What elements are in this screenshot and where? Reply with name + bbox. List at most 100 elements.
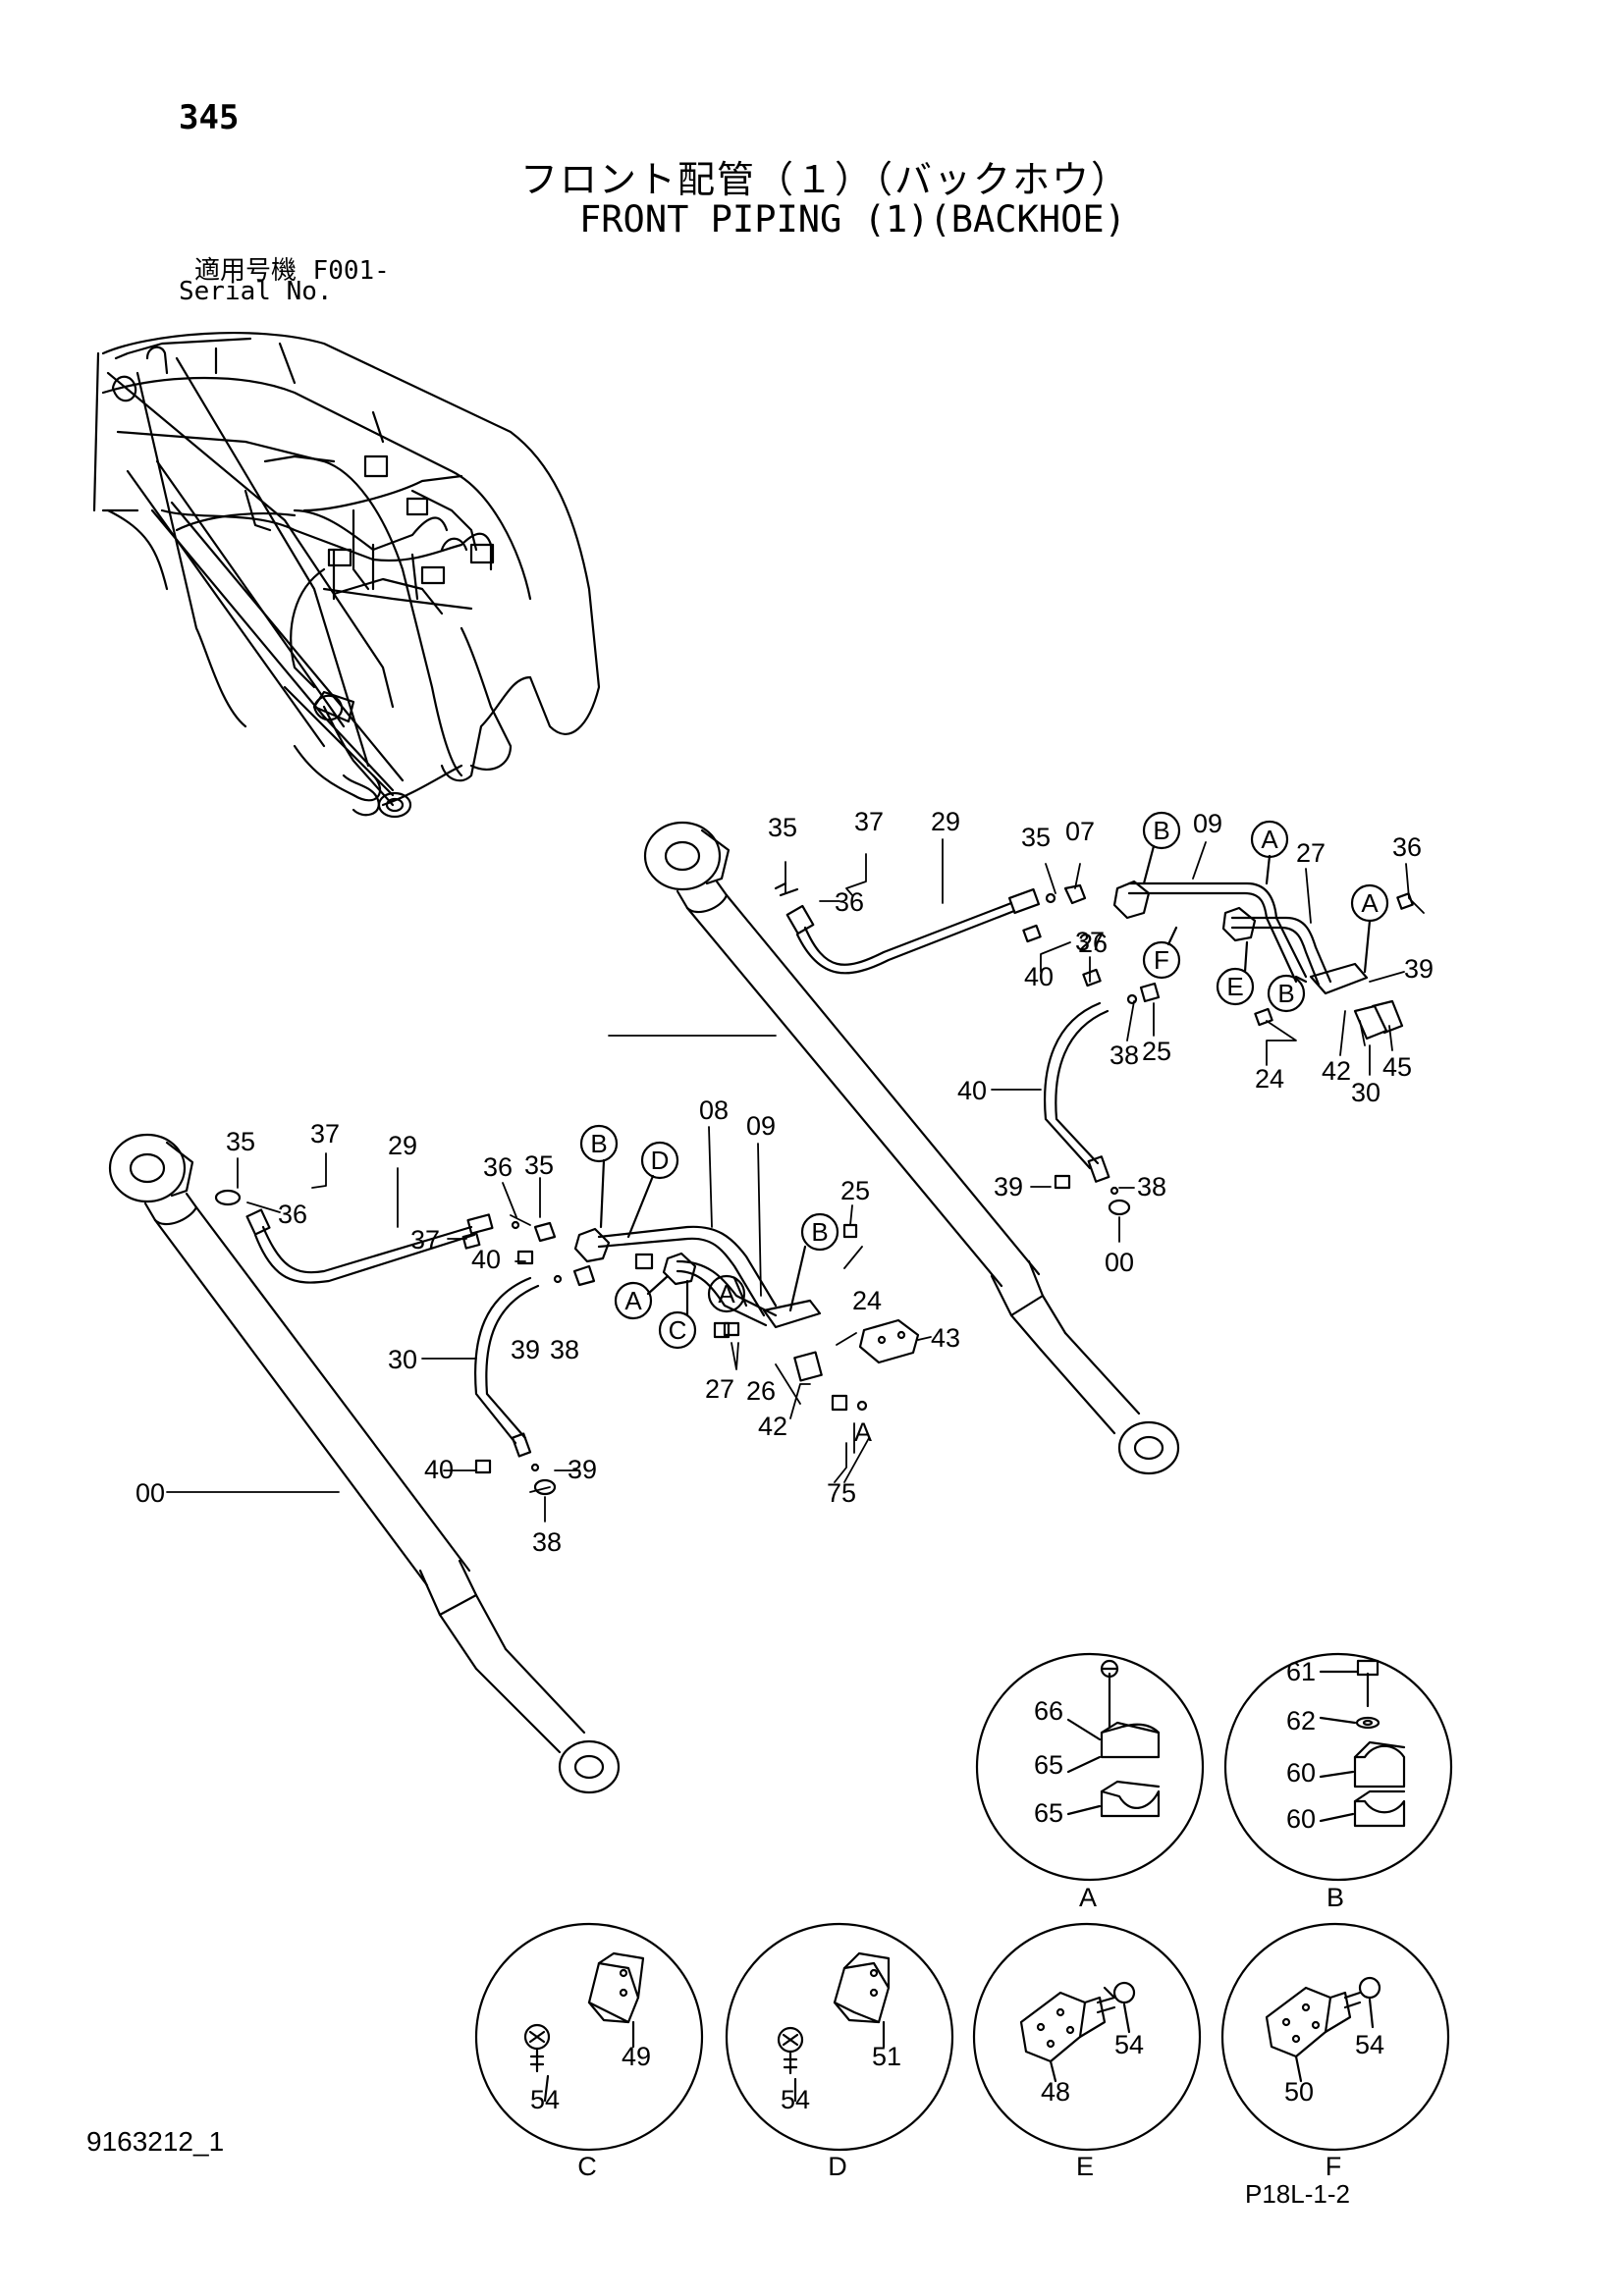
detail-a-parts (1066, 1659, 1161, 1818)
callout: 27 (705, 1374, 734, 1404)
detail-e-parts (1019, 1981, 1136, 2083)
detail-part-label: 62 (1286, 1706, 1316, 1735)
detail-letter: F (1326, 2152, 1342, 2181)
callout: 35 (226, 1127, 255, 1156)
callout: 37 (410, 1225, 440, 1255)
bubble-letter: D (651, 1146, 670, 1175)
callout: 27 (1296, 838, 1326, 868)
callout: 26 (1078, 929, 1108, 958)
callout: 39 (568, 1455, 597, 1484)
callout: 75 (827, 1478, 856, 1508)
callout: 24 (1255, 1064, 1284, 1094)
detail-labels: 66 65 65 A 61 62 60 60 B 49 54 C 51 54 D… (530, 1657, 1384, 2181)
detail-part-label: 60 (1286, 1804, 1316, 1834)
circle-letter-texts: B A A F E B B D B A A C A (590, 816, 1379, 1447)
bubble-letter: C (669, 1315, 687, 1345)
callout: 45 (1382, 1052, 1412, 1082)
callout: 00 (1105, 1248, 1134, 1277)
callout: 40 (471, 1245, 501, 1274)
callout: 40 (957, 1076, 987, 1105)
callout: 09 (746, 1111, 776, 1141)
callout: 25 (1142, 1037, 1171, 1066)
detail-part-label: 54 (1355, 2030, 1384, 2059)
serial-label-en: Serial No. (179, 277, 333, 306)
callout: 30 (388, 1345, 417, 1374)
detail-b-parts (1319, 1659, 1406, 1828)
detail-part-label: 49 (622, 2042, 651, 2071)
serial-label-jp: 適用号機 F001- (194, 250, 390, 287)
callout: 36 (483, 1152, 513, 1182)
bubble-letter: A (854, 1417, 872, 1447)
detail-part-label: 51 (872, 2042, 901, 2071)
callout: 38 (550, 1335, 579, 1364)
detail-part-label: 54 (1114, 2030, 1144, 2059)
title-japanese: フロント配管（１）（バックホウ） (520, 158, 1131, 201)
callout: 40 (424, 1455, 454, 1484)
bubble-letter: A (1361, 888, 1379, 918)
page-code: P18L-1-2 (1245, 2179, 1350, 2209)
callout: 39 (511, 1335, 540, 1364)
callout: 39 (994, 1172, 1023, 1201)
detail-d-parts (777, 1951, 891, 2103)
title-english: FRONT PIPING (1)(BACKHOE) (579, 198, 1126, 240)
leader-lines (166, 838, 1425, 1522)
cylinder-right (643, 821, 1180, 1475)
callout: 42 (1322, 1056, 1351, 1086)
detail-letter: B (1326, 1883, 1344, 1912)
detail-part-label: 61 (1286, 1657, 1316, 1686)
callout: 39 (1404, 954, 1434, 984)
callout: 38 (532, 1527, 562, 1557)
callout: 37 (1075, 927, 1105, 956)
callouts-right: 35 37 29 36 35 07 09 27 36 37 40 26 39 3… (768, 807, 1434, 1277)
document-id: 9163212_1 (86, 2126, 225, 2157)
callout: 36 (835, 887, 864, 917)
bubble-letter: A (1261, 825, 1278, 854)
detail-c-parts (523, 1951, 645, 2103)
callout: 09 (1193, 809, 1222, 838)
detail-part-label: 65 (1034, 1798, 1063, 1828)
detail-part-label: 65 (1034, 1750, 1063, 1780)
callout: 30 (1351, 1078, 1380, 1107)
callout: 24 (852, 1286, 882, 1315)
callout: 00 (135, 1478, 165, 1508)
callout: 29 (931, 807, 960, 836)
serial-label-text: 適用号機 (194, 256, 298, 286)
bubble-letter: B (811, 1217, 828, 1247)
detail-circles (474, 1652, 1453, 2152)
detail-part-label: 48 (1041, 2077, 1070, 2107)
piping-right (774, 880, 1414, 1216)
serial-value: F001- (312, 256, 390, 286)
detail-letter: D (828, 2152, 847, 2181)
callout: 35 (768, 813, 797, 842)
callout: 26 (746, 1376, 776, 1406)
bubble-letter: F (1154, 945, 1169, 975)
callouts-left: 35 37 29 36 35 08 09 36 25 37 40 24 43 3… (135, 1095, 960, 1557)
piping-left (214, 1189, 920, 1496)
detail-letter: A (1079, 1883, 1097, 1912)
boom-overview-illustration (92, 332, 601, 819)
cylinder-left (108, 1133, 621, 1794)
detail-letter: E (1076, 2152, 1094, 2181)
bubble-letter: B (1153, 816, 1169, 845)
bubble-letter: B (590, 1129, 607, 1158)
callout: 40 (1024, 962, 1054, 991)
page-number: 345 (179, 98, 240, 137)
callout: 38 (1137, 1172, 1166, 1201)
callout: 08 (699, 1095, 729, 1125)
letter-bubbles (579, 811, 1389, 1350)
callout: 43 (931, 1323, 960, 1353)
callout: 35 (1021, 823, 1051, 852)
bubble-letter: A (624, 1286, 642, 1315)
callout: 36 (1392, 832, 1422, 862)
bubble-letter: B (1277, 979, 1294, 1008)
detail-part-label: 54 (781, 2085, 810, 2114)
detail-part-label: 54 (530, 2085, 560, 2114)
callout: 07 (1065, 817, 1095, 846)
callout: 37 (854, 807, 884, 836)
detail-part-label: 50 (1284, 2077, 1314, 2107)
detail-part-label: 66 (1034, 1696, 1063, 1726)
callout: 25 (840, 1176, 870, 1205)
detail-letter: C (577, 2152, 597, 2181)
callout: 36 (278, 1200, 307, 1229)
